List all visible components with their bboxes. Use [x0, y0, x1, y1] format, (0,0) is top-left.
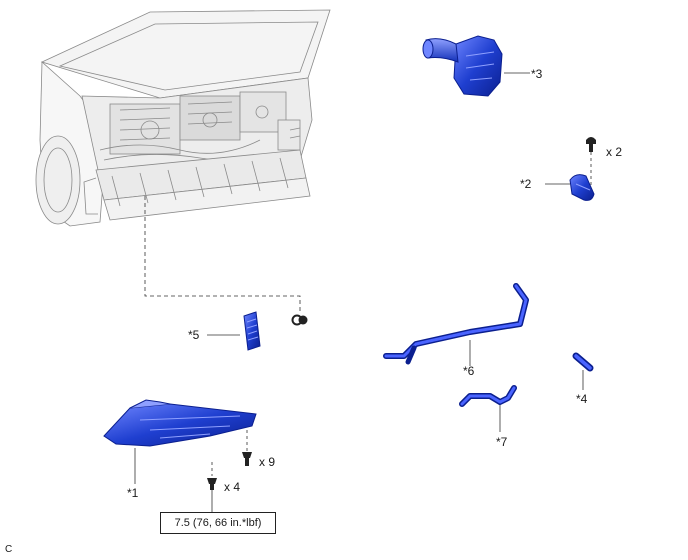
nut-icon	[291, 314, 308, 326]
vehicle-front-illustration	[35, 9, 331, 227]
figure-code: C	[5, 544, 13, 555]
label-part-1: *1	[127, 486, 139, 500]
clip-icon	[586, 137, 596, 152]
leader-lines	[134, 72, 592, 512]
label-part-3: *3	[531, 67, 543, 81]
part-1-under-cover	[103, 399, 257, 447]
part-7-hose	[459, 385, 517, 407]
label-part-5: *5	[188, 328, 200, 342]
torque-spec-box: 7.5 (76, 66 in.*lbf)	[160, 512, 276, 534]
label-qty-bolt: x 9	[259, 455, 276, 469]
part-4-hose	[572, 352, 594, 372]
part-5-module	[243, 311, 261, 351]
label-qty-screw: x 4	[224, 480, 241, 494]
label-part-2: *2	[520, 177, 532, 191]
screw-icon	[207, 478, 217, 490]
part-6-hose	[383, 283, 529, 365]
label-part-4: *4	[576, 392, 588, 406]
part-2-inlet-duct	[569, 174, 595, 201]
label-part-7: *7	[496, 435, 508, 449]
bolt-icon	[242, 452, 252, 466]
part-3-air-cleaner	[422, 35, 503, 97]
label-qty-clip: x 2	[606, 145, 623, 159]
label-part-6: *6	[463, 364, 475, 378]
